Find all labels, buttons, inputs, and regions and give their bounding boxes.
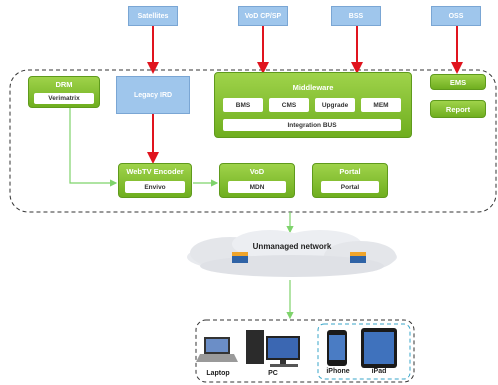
pc-icon <box>246 330 300 367</box>
encoder-item: Envivo <box>125 181 185 193</box>
source-bss: BSS <box>331 6 381 26</box>
middleware-item-bms: BMS <box>223 98 263 112</box>
device-label-pc: PC <box>268 370 278 377</box>
middleware-box: Middleware BMS CMS Upgrade MEM Integrati… <box>214 72 412 138</box>
switch-icon-right <box>350 252 366 263</box>
ipad-icon <box>361 328 397 368</box>
laptop-icon <box>196 337 238 362</box>
middleware-item-mem: MEM <box>361 98 401 112</box>
device-label-laptop: Laptop <box>206 370 230 377</box>
ems-box: EMS <box>430 74 486 90</box>
source-satellites: Satellites <box>128 6 178 26</box>
portal-item: Portal <box>321 181 379 193</box>
device-label-ipad: iPad <box>371 368 387 375</box>
portal-box: Portal Portal <box>312 163 388 198</box>
vod-item: MDN <box>228 181 286 193</box>
source-vod-cp-sp: VoD CP/SP <box>238 6 288 26</box>
encoder-box: WebTV Encoder Envivo <box>118 163 192 198</box>
network-label: Unmanaged network <box>252 242 332 251</box>
report-box: Report <box>430 100 486 118</box>
ems-label: EMS <box>449 78 467 87</box>
arrow-drm-encoder <box>69 108 118 187</box>
source-oss: OSS <box>431 6 481 26</box>
device-frame <box>195 319 415 383</box>
integration-bus: Integration BUS <box>223 119 401 131</box>
device-label-iphone: iPhone <box>326 368 350 375</box>
portal-title: Portal <box>339 167 361 176</box>
iphone-icon <box>327 330 347 366</box>
switch-icon-left <box>232 252 248 263</box>
cloud-icon <box>187 230 397 277</box>
vod-box: VoD MDN <box>219 163 295 198</box>
middleware-title: Middleware <box>292 83 334 92</box>
legacy-ird-box: Legacy IRD <box>116 76 190 114</box>
encoder-title: WebTV Encoder <box>126 167 184 176</box>
drm-title: DRM <box>55 80 73 89</box>
apple-frame <box>317 323 411 380</box>
vod-title: VoD <box>249 167 265 176</box>
headend-frame <box>9 69 497 213</box>
middleware-item-upgrade: Upgrade <box>315 98 355 112</box>
drm-box: DRM Verimatrix <box>28 76 100 108</box>
middleware-item-cms: CMS <box>269 98 309 112</box>
drm-item: Verimatrix <box>34 93 94 104</box>
report-label: Report <box>445 105 471 114</box>
